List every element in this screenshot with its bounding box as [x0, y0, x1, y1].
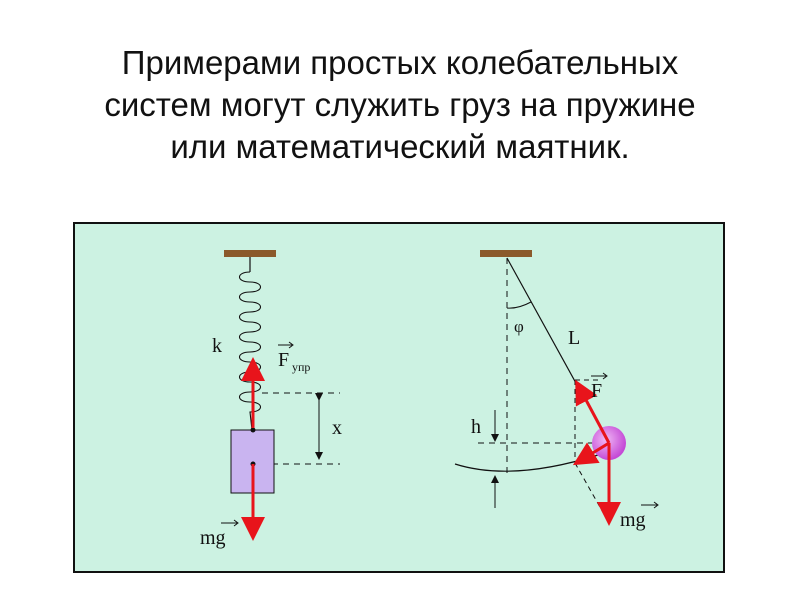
angle-label: φ	[514, 317, 524, 336]
svg-text:F: F	[591, 380, 602, 402]
title-line-1: Примерами простых колебательных	[121, 44, 679, 81]
swing-arc	[454, 454, 599, 472]
k-label: k	[212, 335, 222, 357]
svg-text:mg: mg	[620, 509, 646, 531]
gravity-projection	[574, 462, 610, 524]
length-label: L	[568, 327, 580, 349]
title-line-3: или математический маятник.	[170, 128, 630, 165]
x-label: x	[332, 417, 342, 439]
tangential-force-arrow	[572, 441, 610, 466]
force-symbol: F	[278, 349, 289, 371]
pendulum-weight-label: mg	[620, 501, 659, 531]
title-line-2: систем могут служить груз на пружине	[104, 86, 696, 123]
tension-force-arrow	[575, 379, 611, 444]
svg-text:mg: mg	[200, 527, 226, 549]
pendulum-system: φ L h F mg	[454, 250, 659, 531]
page-title: Примерами простых колебательных систем м…	[0, 42, 800, 168]
pendulum-ceiling	[480, 250, 532, 257]
angle-arc	[506, 301, 532, 309]
force-subscript: упр	[292, 360, 310, 374]
pendulum-force-label: F	[591, 372, 608, 402]
spring-system: k F упр x mg	[200, 250, 342, 549]
elastic-force-label: F упр	[278, 341, 310, 374]
height-label: h	[471, 416, 481, 438]
spring-coil	[238, 271, 262, 431]
spring-weight-label: mg	[200, 519, 239, 549]
spring-ceiling	[224, 250, 276, 257]
